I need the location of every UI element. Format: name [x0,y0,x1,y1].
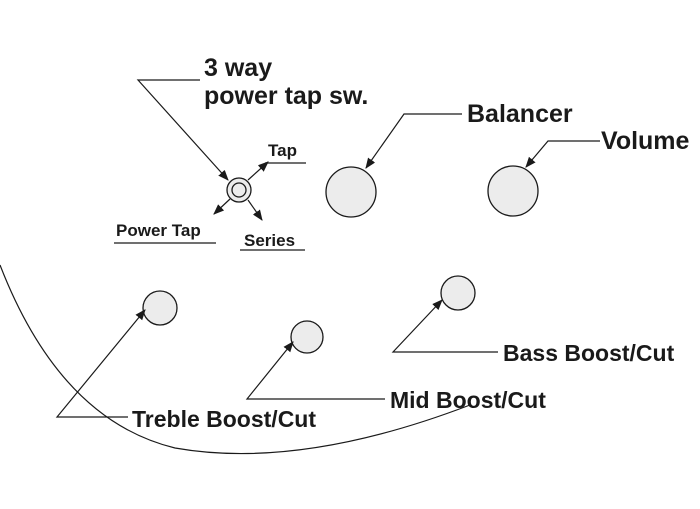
treble-leader-line [55,309,146,418]
switch-leader-line [136,79,229,181]
balancer-knob [325,166,377,218]
body-outline-curve [0,264,471,455]
mid-leader-line [245,341,385,400]
mid-knob [290,320,324,354]
treble-label: Treble Boost/Cut [132,406,316,432]
balancer-label: Balancer [467,100,573,128]
switch-tip [231,182,247,198]
mid-label: Mid Boost/Cut [390,387,546,413]
balancer-leader-line [365,113,462,169]
arrow-to-tap [247,161,269,181]
volume-leader-line [525,140,600,168]
arrow-to-power-tap [213,198,231,215]
bass-leader-line [391,299,498,353]
treble-knob [142,290,178,326]
series-label: Series [244,231,295,250]
power-tap-switch [213,161,269,221]
power-tap-label: Power Tap [116,221,201,240]
volume-label: Volume [601,127,690,155]
bass-label: Bass Boost/Cut [503,340,675,366]
tap-label: Tap [268,141,297,160]
arrow-to-series [247,199,263,221]
bass-knob [440,275,476,311]
volume-knob [487,165,539,217]
switch-label-line2: power tap sw. [204,82,368,110]
switch-label-line1: 3 way [204,54,272,82]
